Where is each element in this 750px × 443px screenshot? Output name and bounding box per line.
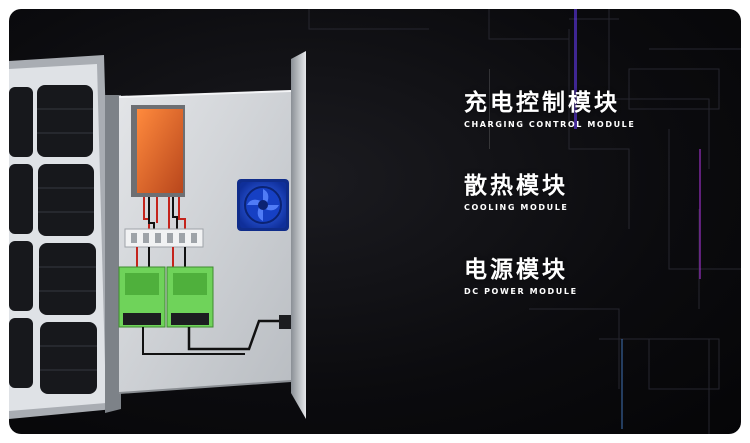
label-charging-control: 充电控制模块 CHARGING CONTROL MODULE: [464, 92, 635, 129]
module-title-en: CHARGING CONTROL MODULE: [464, 120, 636, 129]
light-streaks: [489, 9, 701, 429]
charging-control-module: [131, 105, 186, 231]
label-dc-power: 电源模块 DC POWER MODULE: [464, 259, 578, 296]
fan-icon: [237, 179, 289, 231]
device-illustration: [9, 9, 741, 434]
label-cooling: 散热模块 COOLING MODULE: [464, 175, 568, 212]
module-title-en: DC POWER MODULE: [464, 287, 578, 296]
module-title-cn: 充电控制模块: [464, 90, 620, 116]
solar-panel-icon: [9, 55, 114, 419]
module-title-cn: 电源模块: [464, 257, 568, 283]
product-feature-image: 充电控制模块 CHARGING CONTROL MODULE 散热模块 COOL…: [9, 9, 741, 434]
circuit-background: [308, 9, 741, 434]
terminal-block: [124, 228, 204, 267]
module-title-en: COOLING MODULE: [464, 203, 569, 212]
module-title-cn: 散热模块: [464, 173, 568, 199]
dc-power-module: [118, 266, 291, 355]
